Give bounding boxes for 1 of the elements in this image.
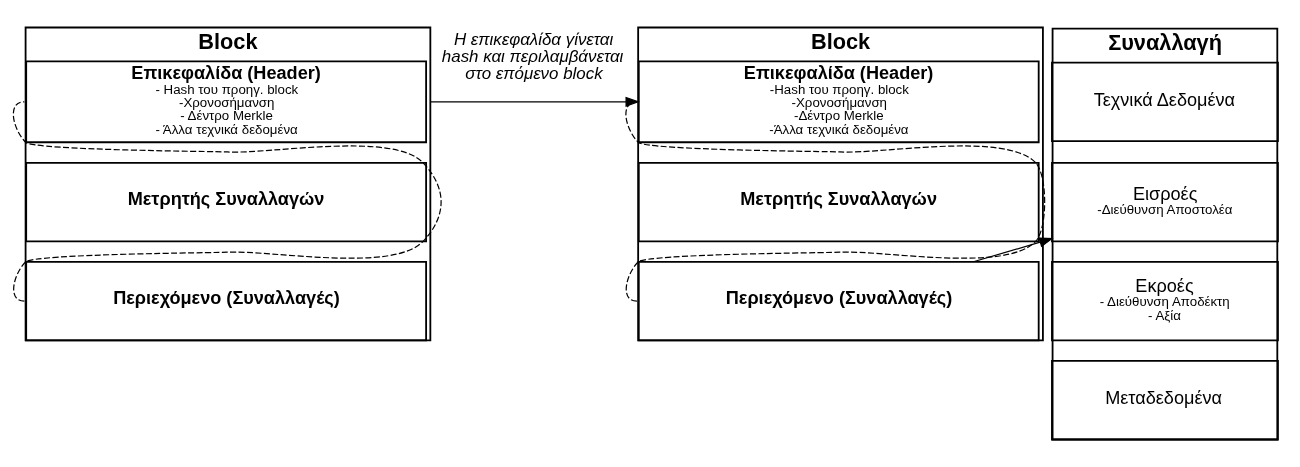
edge-label: Η επικεφαλίδα γίνεται hash και περιλαμβάνεται στο επόμενο block <box>441 30 624 84</box>
